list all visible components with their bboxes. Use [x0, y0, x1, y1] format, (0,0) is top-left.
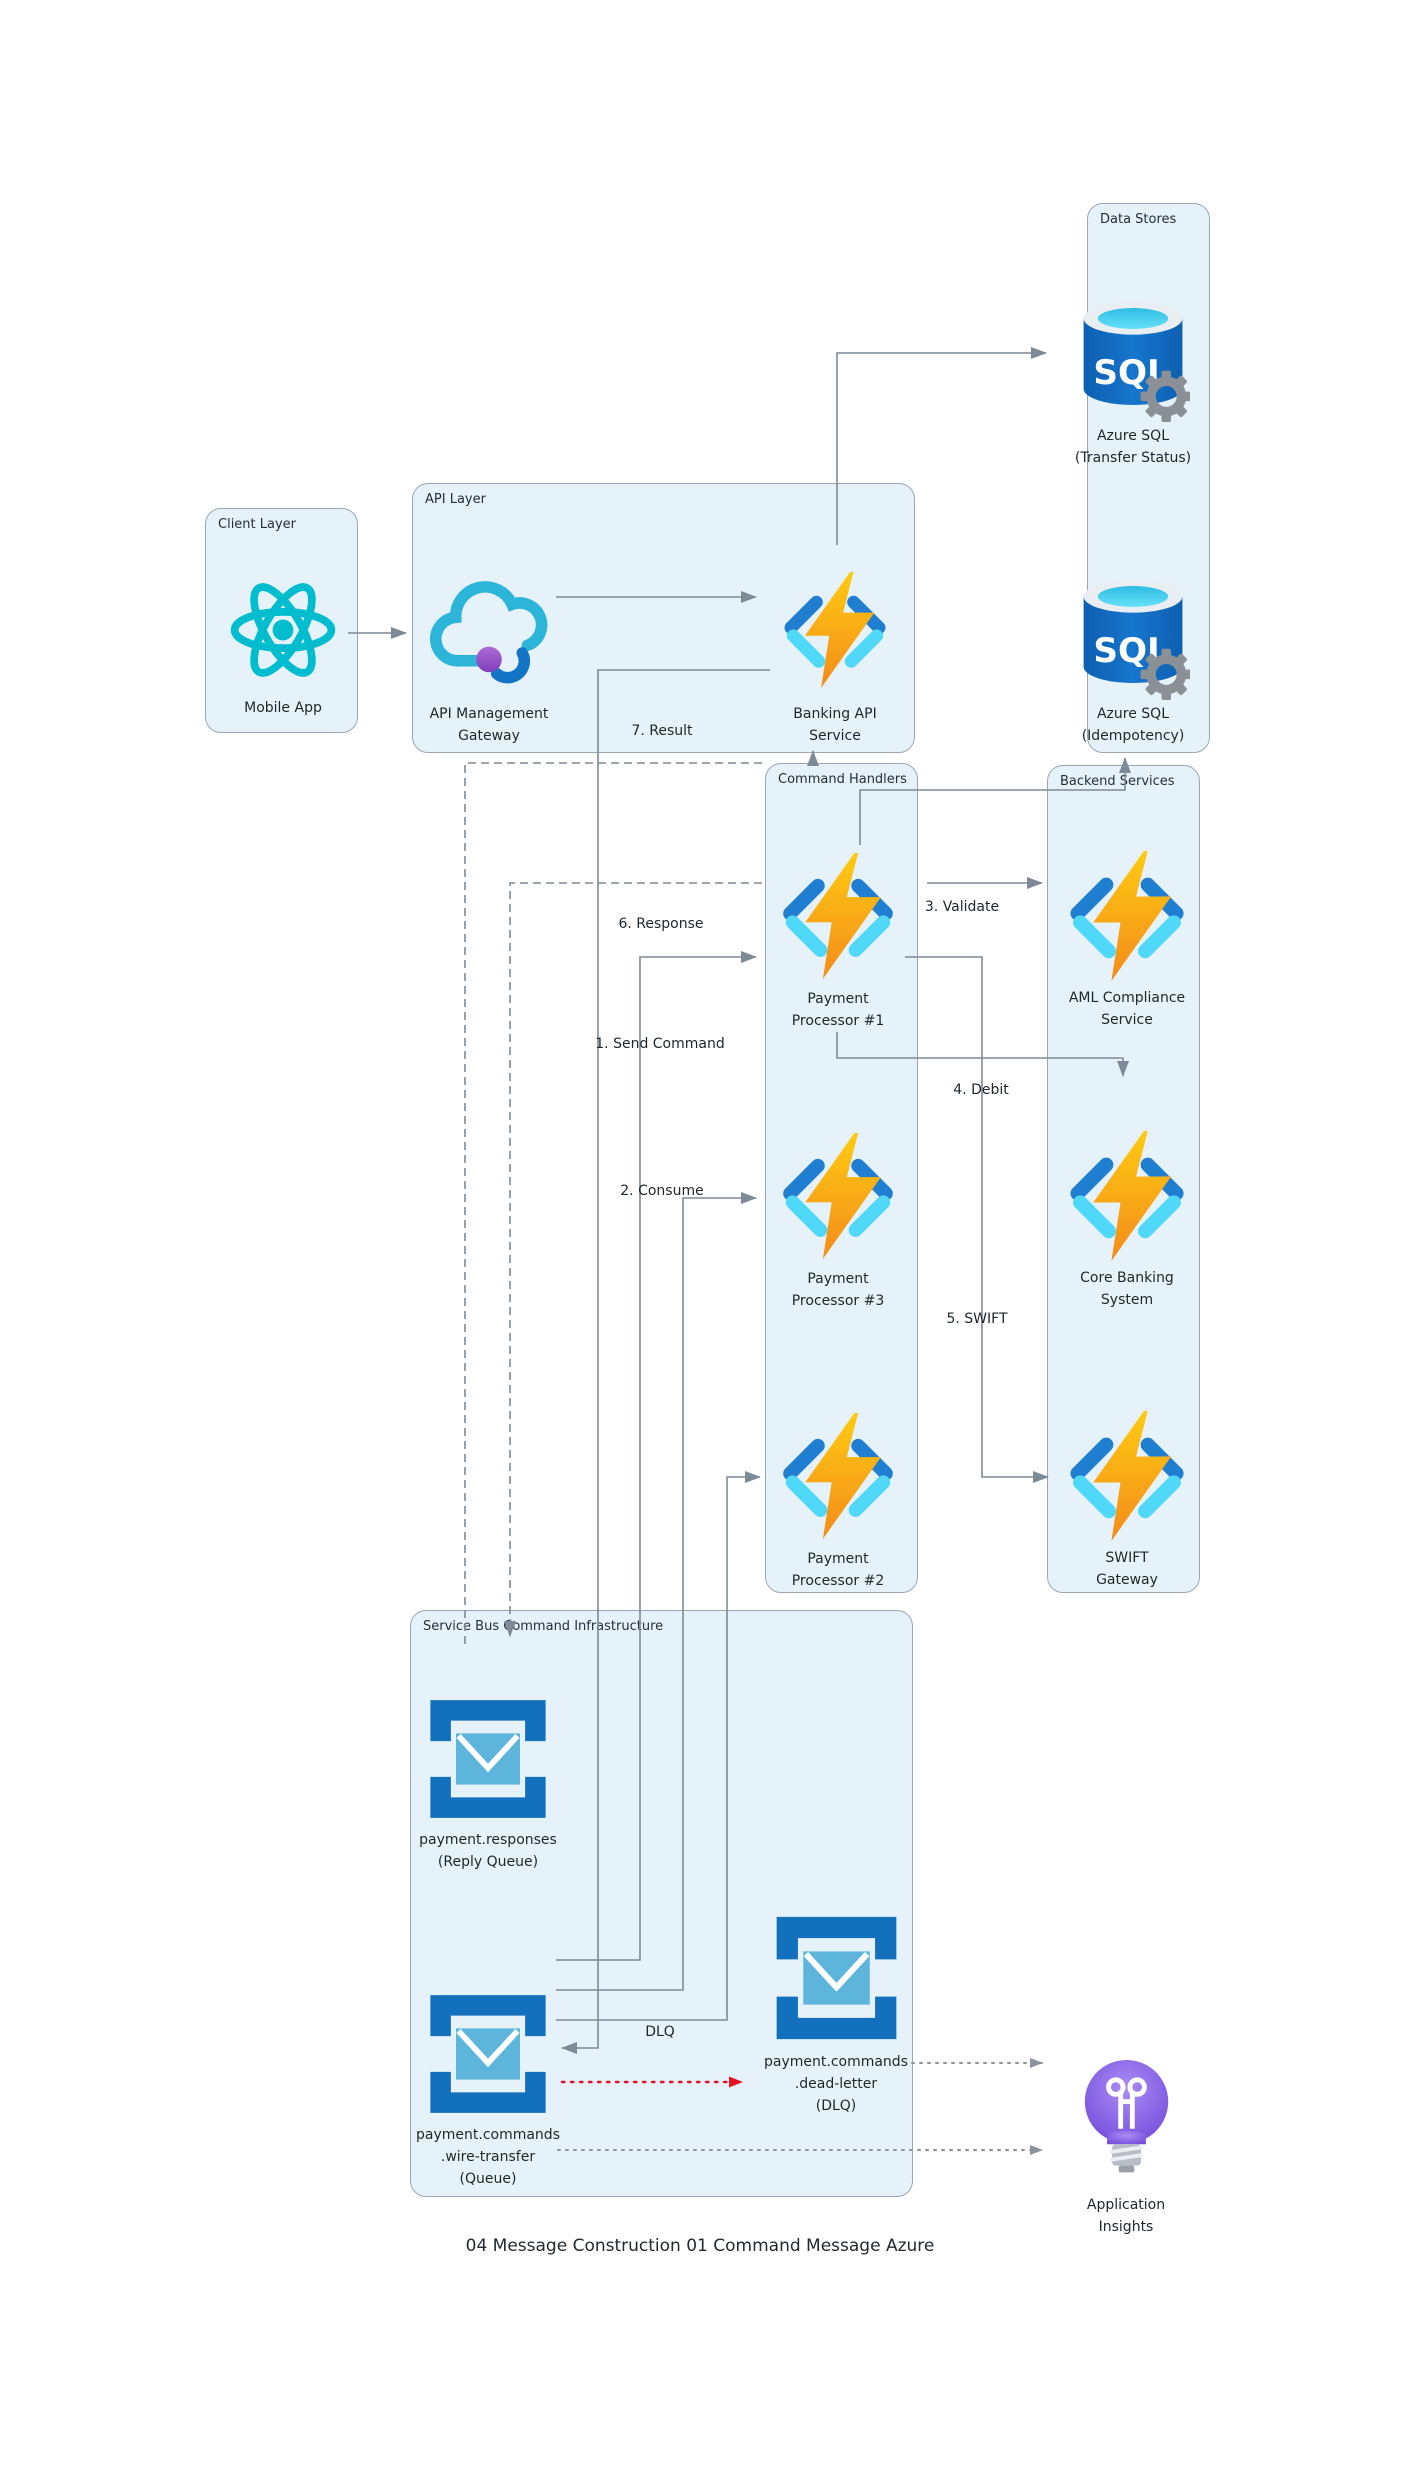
edge-label-debit: 4. Debit	[953, 1082, 1009, 1098]
edge-debit	[836, 1032, 1129, 1077]
node-azure-sql-transfer-status-label: Azure SQL (Transfer Status)	[1074, 428, 1192, 466]
node-azure-sql-transfer-status: Azure SQL (Transfer Status)	[1053, 290, 1213, 469]
node-core-banking-system: Core Banking System	[1047, 1131, 1207, 1311]
container-api-layer-title: API Layer	[425, 492, 486, 507]
container-command-handlers-title: Command Handlers	[778, 772, 907, 787]
node-queue-payment-commands-wire-transfer-label: payment.commands .wire-transfer (Queue)	[416, 2127, 560, 2187]
container-client-layer: Client Layer	[205, 508, 358, 733]
node-payment-processor-2: Payment Processor #2	[758, 1413, 918, 1592]
edge-label-consume: 2. Consume	[620, 1183, 704, 1199]
node-payment-processor-1-label: Payment Processor #1	[791, 991, 885, 1029]
node-queue-payment-commands-wire-transfer: payment.commands .wire-transfer (Queue)	[408, 1990, 568, 2190]
edge-queue-to-pp1	[556, 951, 757, 1961]
edge-pp1-to-sql-idempotency	[859, 757, 1131, 845]
node-queue-payment-commands-dead-letter-label: payment.commands .dead-letter (DLQ)	[764, 2054, 908, 2114]
node-azure-sql-idempotency: Azure SQL (Idempotency)	[1053, 568, 1213, 747]
container-data-stores-title: Data Stores	[1100, 212, 1177, 227]
edge-label-result: 7. Result	[631, 723, 693, 739]
node-mobile-app: Mobile App	[203, 575, 363, 719]
node-queue-payment-commands-dead-letter: payment.commands .dead-letter (DLQ)	[756, 1911, 916, 2117]
node-api-management-gateway-label: API Management Gateway	[429, 706, 549, 744]
edge-result-dashed	[464, 762, 762, 1648]
diagram-caption: 04 Message Construction 01 Command Messa…	[465, 2236, 935, 2256]
node-swift-gateway-label: SWIFT Gateway	[1096, 1550, 1158, 1588]
container-service-bus-title: Service Bus Command Infrastructure	[423, 1619, 664, 1634]
node-queue-payment-responses-label: payment.responses (Reply Queue)	[419, 1832, 557, 1870]
node-banking-api-service-label: Banking API Service	[793, 706, 877, 744]
node-aml-compliance-service-label: AML Compliance Service	[1068, 990, 1186, 1028]
edge-label-response: 6. Response	[618, 916, 704, 932]
node-swift-gateway: SWIFT Gateway	[1047, 1411, 1207, 1591]
node-core-banking-system-label: Core Banking System	[1080, 1270, 1174, 1308]
edge-label-dlq: DLQ	[645, 2024, 675, 2040]
container-backend-services-title: Backend Services	[1060, 774, 1175, 789]
node-payment-processor-3-label: Payment Processor #3	[791, 1271, 885, 1309]
edge-label-send-command: 1. Send Command	[595, 1036, 725, 1052]
edge-label-swift: 5. SWIFT	[946, 1311, 1008, 1327]
edge-label-validate: 3. Validate	[924, 899, 1000, 915]
edge-response-dashed	[504, 882, 762, 1637]
container-client-layer-title: Client Layer	[218, 517, 297, 532]
node-mobile-app-label: Mobile App	[244, 700, 322, 716]
edge-swift	[905, 956, 1049, 1483]
node-azure-sql-idempotency-label: Azure SQL (Idempotency)	[1081, 706, 1185, 744]
edge-queue-to-pp2	[556, 1471, 761, 2021]
node-api-management-gateway: API Management Gateway	[409, 570, 569, 747]
node-aml-compliance-service: AML Compliance Service	[1047, 851, 1207, 1031]
edge-banking-to-sql-transfer	[836, 347, 1047, 545]
node-application-insights-label: Application Insights	[1086, 2197, 1166, 2235]
node-payment-processor-3: Payment Processor #3	[758, 1133, 918, 1312]
node-application-insights: Application Insights	[1046, 2058, 1206, 2238]
node-banking-api-service: Banking API Service	[755, 572, 915, 747]
edge-send-command	[561, 669, 770, 2054]
edge-queue-to-pp3-consume	[556, 1192, 757, 1991]
node-queue-payment-responses: payment.responses (Reply Queue)	[408, 1695, 568, 1873]
node-payment-processor-2-label: Payment Processor #2	[791, 1551, 885, 1589]
node-payment-processor-1: Payment Processor #1	[758, 853, 918, 1032]
